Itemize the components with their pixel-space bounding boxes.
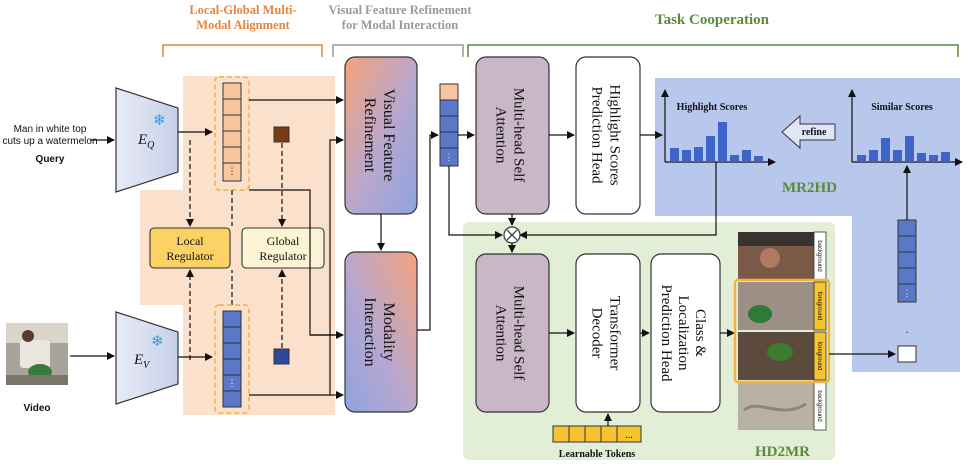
dot-separator: ·	[905, 325, 909, 339]
svg-text:⋮: ⋮	[445, 152, 454, 162]
modality-interaction-label: ModalityInteraction	[361, 297, 397, 366]
video-encoder	[115, 311, 179, 405]
fused-feature-column: ⋮	[439, 83, 459, 167]
arrow-features-down	[448, 166, 503, 239]
query-global-token	[273, 126, 290, 143]
section-title-cooperation: Task Cooperation	[655, 12, 770, 28]
query-encoder-label: EQ	[137, 132, 155, 151]
arrow-mi-to-features	[417, 131, 439, 331]
frame-tags	[813, 231, 827, 431]
video-feature-column: ⋮	[222, 310, 242, 408]
svg-text:...: ...	[625, 430, 633, 441]
snowflake-icon: ❄	[151, 334, 164, 350]
modality-interaction-block	[344, 251, 418, 413]
cls-head-label: Class &LocalizationPrediction Head	[658, 284, 708, 382]
highlight-scores-chart	[661, 89, 776, 166]
frame-feature-column: ⋮	[897, 219, 917, 303]
frame-tag-label: background	[816, 240, 822, 271]
arrow-video-to-vfr	[249, 136, 344, 396]
section-title-alignment: Local-Global Multi-Modal Alignment	[189, 3, 296, 32]
query-encoder	[115, 87, 179, 193]
refine-label: refine	[802, 127, 827, 138]
multiply-icon	[506, 229, 518, 241]
frame-tag-label: foreground	[816, 341, 822, 370]
video-feature-highlight	[214, 304, 250, 414]
frame-tag-label: background	[816, 390, 822, 421]
frame-tag-label: foreground	[816, 291, 822, 320]
brace-refinement	[332, 44, 464, 57]
mhsa-bottom-label: Multi-head SelfAttention	[493, 286, 527, 381]
highlight-head-label: Highlight ScoresPrediction Head	[589, 84, 623, 185]
query-label: Query	[36, 154, 65, 165]
brace-cooperation	[467, 44, 959, 57]
similar-scores-chart	[848, 89, 963, 166]
svg-text:⋮: ⋮	[903, 288, 912, 298]
global-regulator	[241, 227, 325, 269]
alignment-panel-top	[183, 76, 335, 196]
highlight-scores-title: Highlight Scores	[677, 102, 748, 113]
similar-scores-title: Similar Scores	[871, 102, 933, 113]
local-regulator	[149, 227, 231, 269]
decoder-label: TransformerDecoder	[589, 296, 623, 370]
arrow-scores-to-multiply	[519, 162, 717, 239]
video-global-token	[273, 348, 290, 365]
learnable-tokens-label: Learnable Tokens	[559, 449, 636, 460]
foreground-highlight	[733, 278, 831, 384]
query-feature-column: ⋮	[222, 82, 242, 182]
mhsa-top-label: Multi-head SelfAttention	[493, 88, 527, 183]
hd2mr-label: HD2MR	[755, 444, 810, 460]
video-label: Video	[23, 403, 50, 414]
mr2hd-label: MR2HD	[782, 180, 837, 196]
vfr-label: Visual FeatureRefinement	[361, 89, 397, 182]
video-encoder-label: EV	[133, 352, 151, 371]
refine-arrow	[781, 114, 836, 150]
brace-alignment	[162, 44, 323, 57]
frame-stack	[738, 232, 814, 430]
learnable-tokens: ...	[552, 425, 642, 443]
svg-text:⋮: ⋮	[228, 166, 237, 176]
frame-token	[897, 345, 917, 363]
video-thumbnail	[6, 323, 68, 385]
svg-text:⋮: ⋮	[228, 378, 237, 388]
snowflake-icon: ❄	[153, 113, 166, 129]
